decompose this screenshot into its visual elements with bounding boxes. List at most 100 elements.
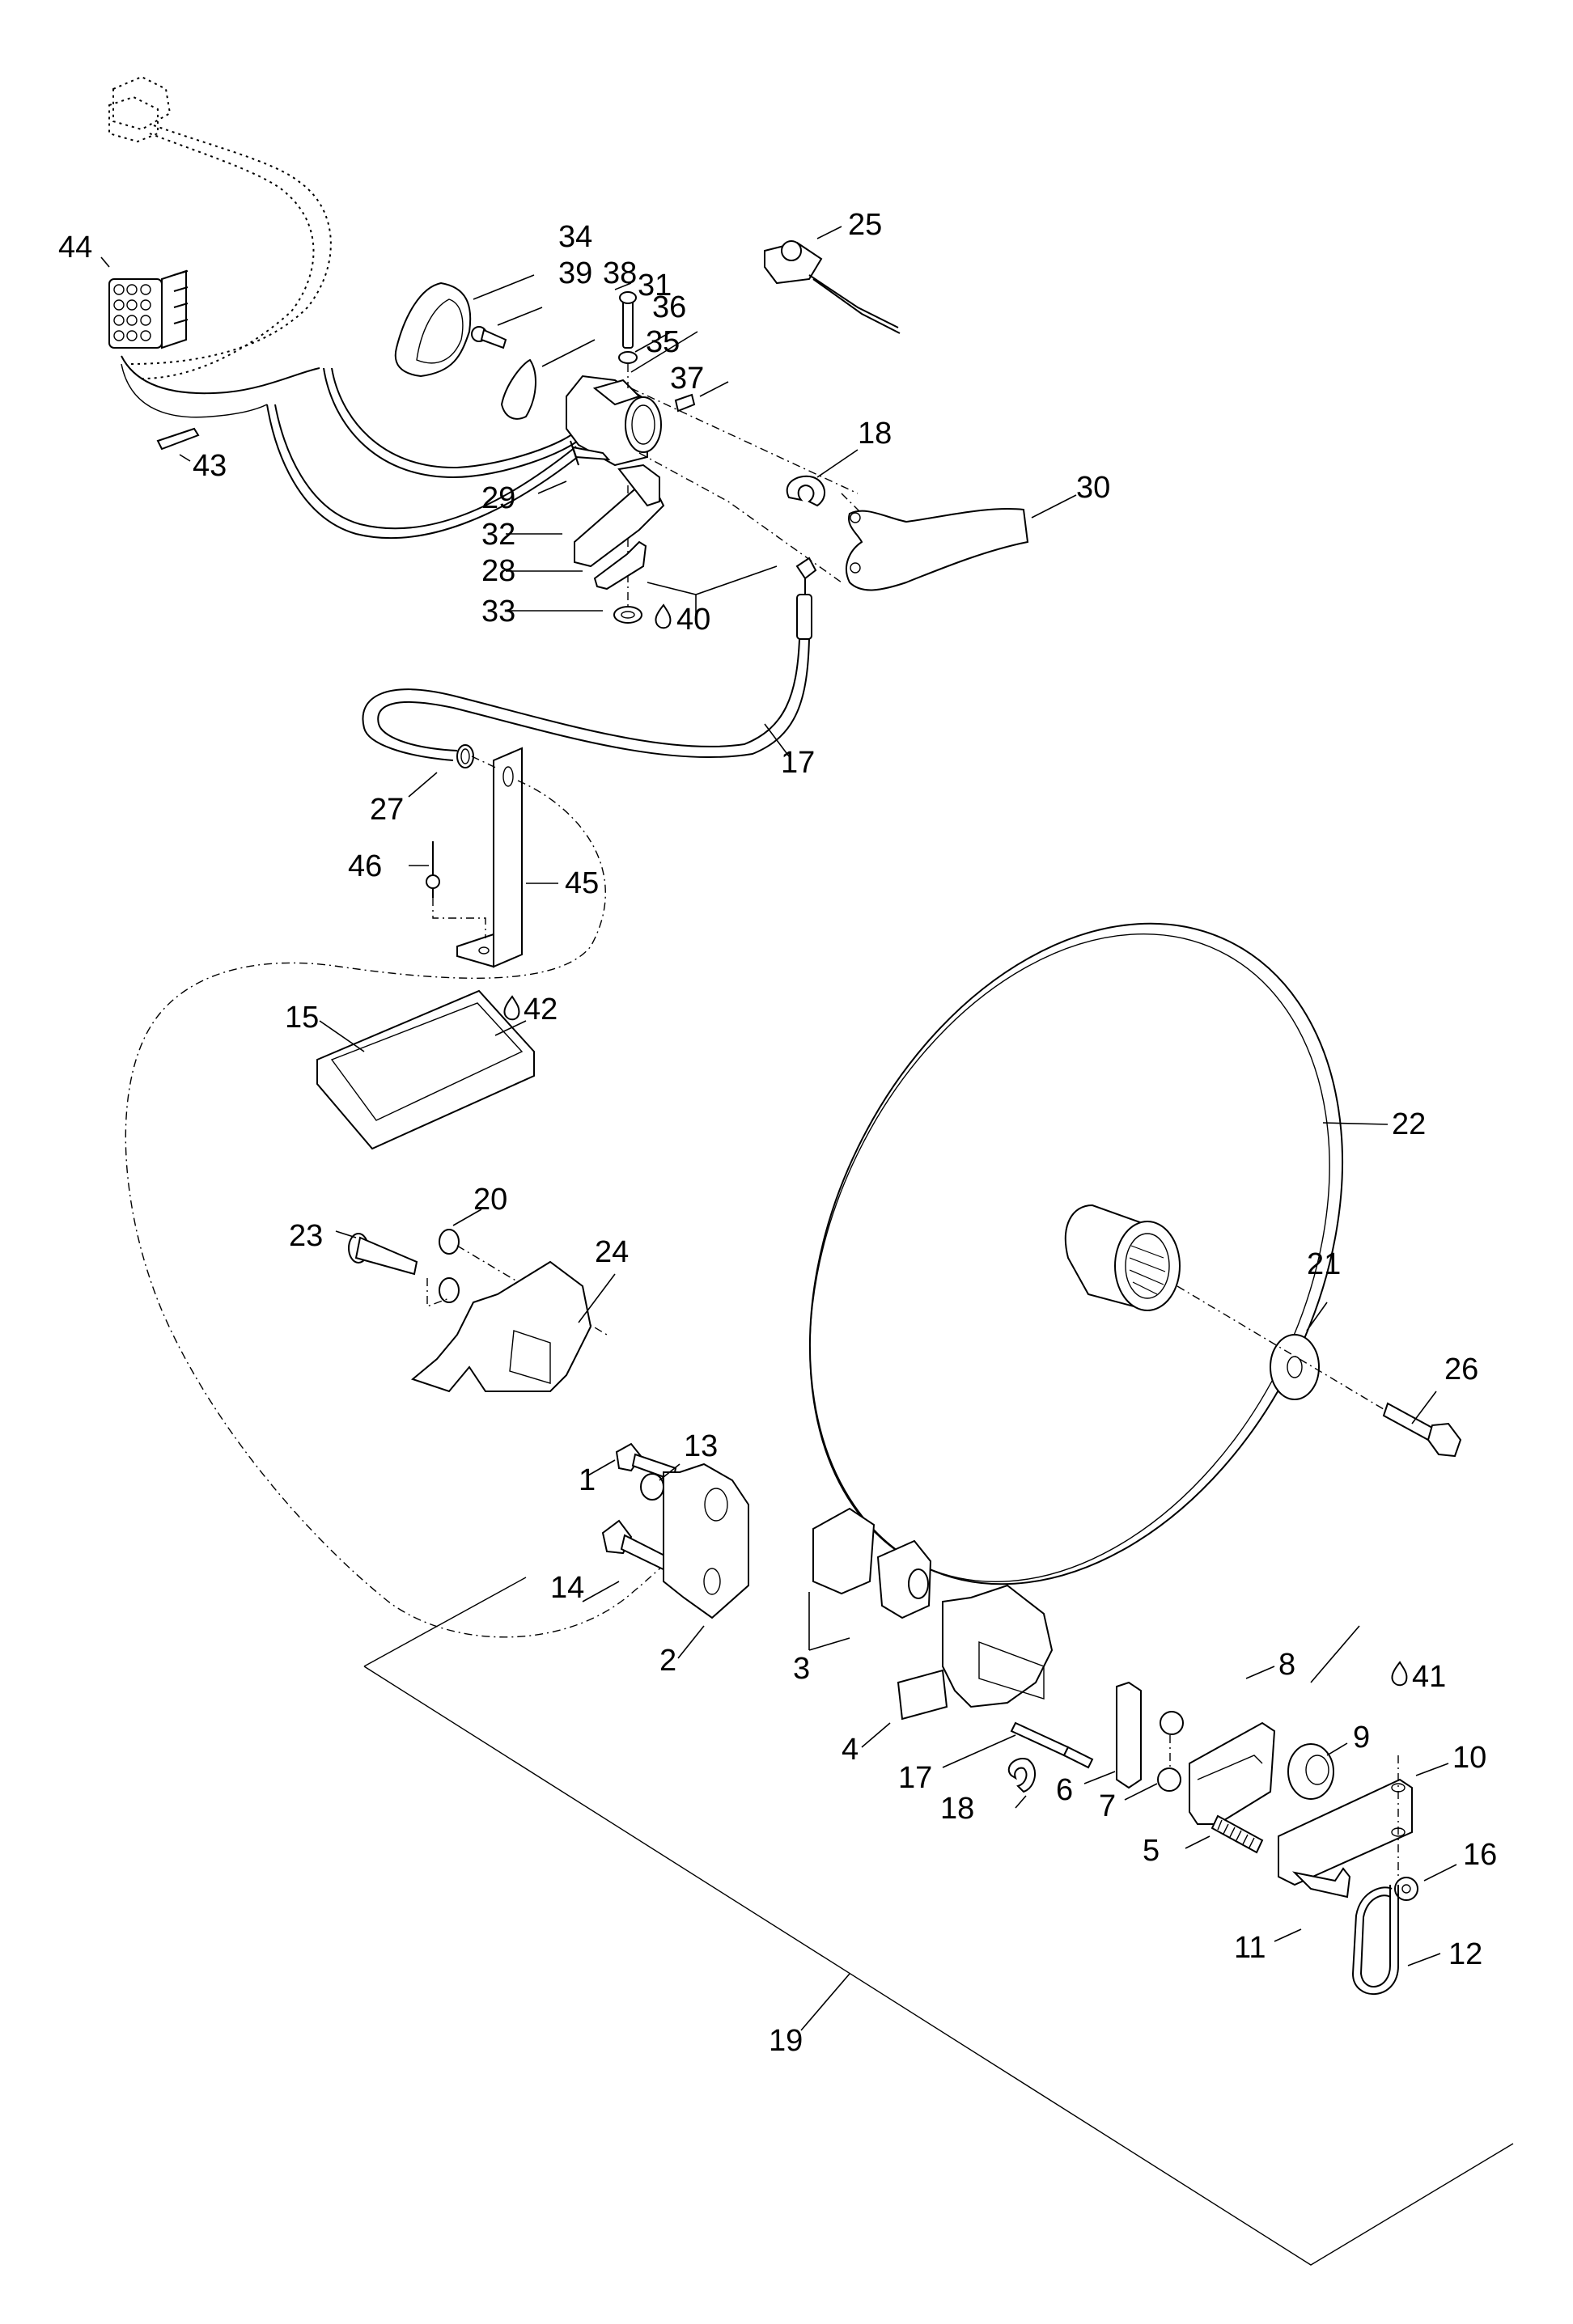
frame-outline-19	[125, 780, 1514, 2266]
callout-18-lower: 18	[940, 1792, 974, 1826]
eclip-18-lower	[1007, 1758, 1036, 1793]
callout-8: 8	[1278, 1648, 1295, 1682]
callout-17: 17	[781, 746, 815, 780]
callout-23: 23	[289, 1219, 323, 1253]
callout-17-lower: 17	[898, 1761, 932, 1795]
wire-5	[274, 404, 577, 530]
callout-11: 11	[1234, 1931, 1266, 1965]
oil-drop-icon-40	[655, 603, 672, 629]
mounting-bracket-24	[410, 1260, 592, 1393]
brake-pads-3	[812, 1507, 932, 1619]
spring-5	[1210, 1814, 1264, 1854]
bracket-45	[456, 747, 523, 968]
callout-31: 31	[638, 269, 672, 303]
callout-1: 1	[579, 1463, 596, 1497]
switch-housing-35	[566, 375, 662, 467]
disc-22	[809, 922, 1343, 1585]
bezel-38	[500, 358, 536, 420]
arm-10	[1278, 1755, 1413, 1886]
rivet-46	[426, 841, 486, 938]
wire-3	[331, 367, 579, 469]
ghost-wire-2	[137, 133, 315, 380]
eclip-18-upper	[786, 475, 825, 507]
callout-33: 33	[481, 595, 515, 629]
callout-6: 6	[1056, 1773, 1073, 1807]
callout-19: 19	[769, 2024, 803, 2058]
ghost-connector	[108, 75, 172, 143]
callout-9: 9	[1353, 1721, 1370, 1755]
callout-18: 18	[858, 417, 892, 451]
oil-drop-icon-42	[503, 995, 520, 1021]
cable-tie-29	[570, 440, 611, 466]
pad-15	[316, 989, 535, 1150]
link-plate-6	[1116, 1681, 1142, 1789]
screw-39	[471, 326, 507, 349]
sensor-25	[764, 240, 901, 334]
callout-37: 37	[670, 362, 704, 396]
callout-15: 15	[285, 1001, 319, 1035]
callout-labels: 44 43 34 39 38 31 36 35 37 25 18 30 29 3…	[58, 208, 1497, 2058]
set-screw-37	[674, 393, 696, 413]
callout-13: 13	[684, 1429, 718, 1463]
callout-7: 7	[1099, 1789, 1116, 1823]
lever-30	[846, 508, 1029, 591]
cable-end-17-lower	[1010, 1721, 1094, 1769]
callout-2: 2	[659, 1644, 676, 1678]
callout-5: 5	[1143, 1834, 1160, 1868]
hex-bolt-26	[1382, 1402, 1462, 1458]
callout-3: 3	[793, 1652, 810, 1686]
ghost-wire-1	[129, 125, 332, 365]
actuator-arm-32	[574, 464, 665, 568]
grommet-27	[456, 744, 474, 768]
leader-group-40	[647, 565, 778, 623]
washer-13	[640, 1473, 664, 1501]
knob-34	[394, 282, 472, 378]
callout-14: 14	[550, 1571, 584, 1605]
callout-34: 34	[558, 220, 592, 254]
callout-29: 29	[481, 481, 515, 515]
adjuster-wheel-9	[1287, 1743, 1334, 1800]
callout-39: 39	[558, 256, 592, 290]
callout-30: 30	[1076, 471, 1110, 505]
retainer-clip-11	[1291, 1867, 1351, 1899]
callout-26: 26	[1444, 1352, 1478, 1386]
frame-plate-edge	[363, 1666, 1514, 2266]
spring-plate-28	[593, 540, 647, 591]
callout-38: 38	[603, 256, 637, 290]
cap-screw-23	[348, 1233, 418, 1276]
callout-20: 20	[473, 1183, 507, 1217]
callout-44: 44	[58, 231, 92, 265]
callout-43: 43	[193, 449, 227, 483]
callout-28: 28	[481, 554, 515, 588]
wire-harness	[108, 75, 583, 540]
callout-32: 32	[481, 518, 515, 552]
nut-7	[1157, 1711, 1184, 1792]
callout-22: 22	[1392, 1107, 1426, 1141]
callout-24: 24	[595, 1235, 629, 1269]
pin-31	[619, 291, 637, 349]
lock-washer-33	[613, 606, 642, 624]
callout-40: 40	[676, 603, 710, 637]
wire-1	[121, 355, 320, 395]
callout-46: 46	[348, 849, 382, 883]
wire-2	[323, 367, 583, 479]
nut-16	[1394, 1877, 1418, 1901]
caliper-housing-4	[897, 1584, 1054, 1721]
connector-44	[108, 269, 189, 349]
callout-42: 42	[524, 993, 558, 1027]
cam-lever-8	[1189, 1721, 1276, 1825]
washer-36	[618, 351, 638, 364]
terminal-43	[156, 427, 200, 451]
callout-35: 35	[646, 325, 680, 359]
caliper-body-2	[663, 1463, 749, 1619]
cable-17	[362, 557, 817, 761]
wire-4	[266, 404, 583, 540]
oil-drop-icon-41	[1391, 1661, 1408, 1687]
hairpin-clip-12	[1351, 1885, 1399, 1995]
leader-lines	[100, 226, 1457, 2031]
callout-4: 4	[842, 1733, 859, 1767]
callout-27: 27	[370, 793, 404, 827]
callout-41: 41	[1412, 1660, 1446, 1694]
callout-21: 21	[1307, 1247, 1341, 1281]
